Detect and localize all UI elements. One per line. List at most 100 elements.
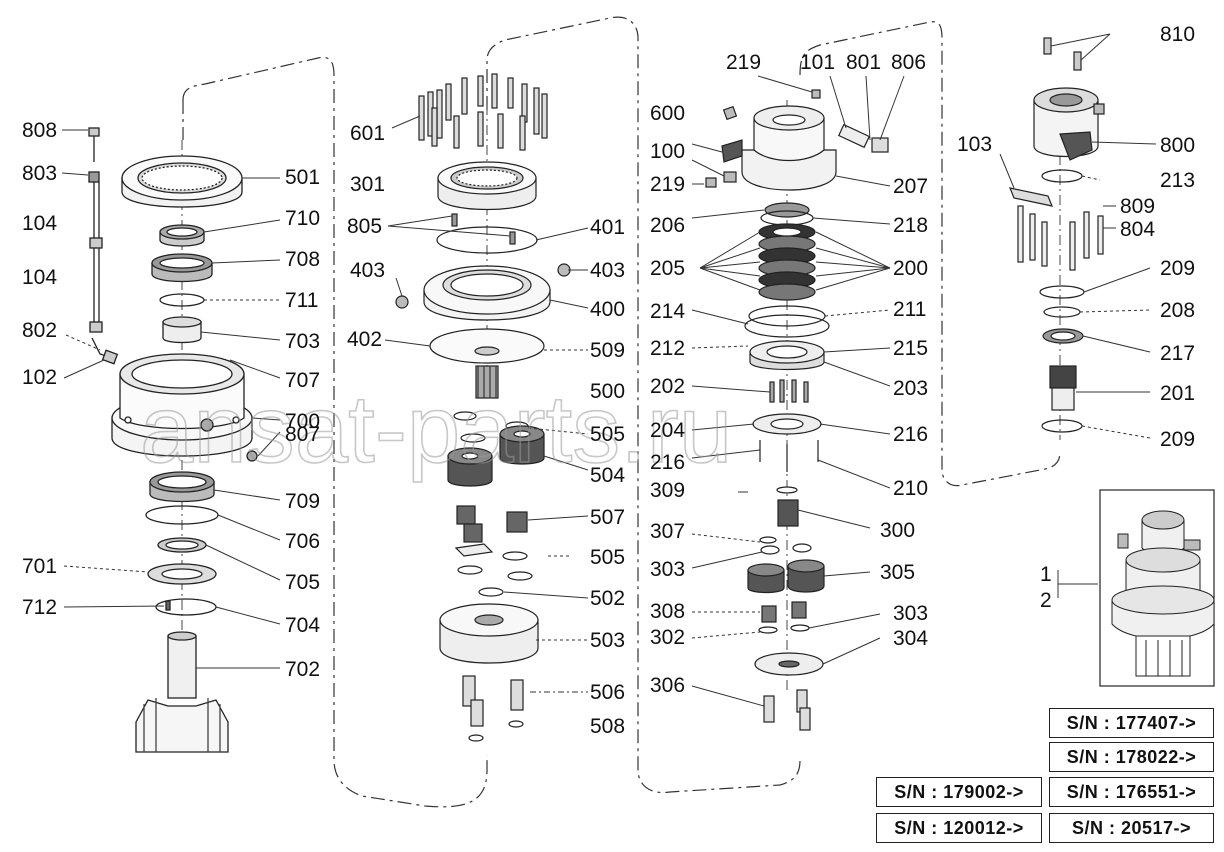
bolts-601 [418,73,548,151]
third-column [705,89,889,731]
label-206: 206 [650,214,685,237]
label-100: 100 [650,140,685,163]
label-202: 202 [650,375,685,398]
serial-number-box: S/N : 120012-> [876,813,1042,843]
pin-306c [799,707,811,731]
label-807: 807 [285,423,320,446]
seal-206 [764,202,810,218]
label-802: 802 [22,319,57,342]
flange-400 [423,265,551,321]
pin-712 [165,600,171,611]
motor-800 [1033,87,1105,161]
group-outlines [182,16,1061,808]
label-208: 208 [1160,299,1195,322]
sleeve-703 [162,316,202,344]
washer-307 [759,536,777,544]
pinion-shaft-702 [135,631,229,753]
carrier-304 [754,652,824,676]
label-210: 210 [893,477,928,500]
bolt-810b [1073,51,1082,71]
serial-number-box: S/N : 178022-> [1049,742,1214,772]
label-710: 710 [285,207,320,230]
bearing-710 [159,224,205,247]
ring-309 [776,486,798,494]
label-702: 702 [285,658,320,681]
washer-extra [792,543,812,553]
label-501: 501 [285,166,320,189]
ring-208 [1043,306,1081,318]
washer-701 [147,563,217,585]
piston-215 [749,340,825,371]
planet-gear-305a [747,563,785,594]
label-500: 500 [590,380,625,403]
label-217: 217 [1160,342,1195,365]
label-505a: 505 [590,423,625,446]
bolt-810a [1043,37,1052,55]
shaft-201 [1049,365,1077,411]
plug-219b [722,105,738,121]
bracket-103 [1009,187,1053,207]
label-209a: 209 [1160,257,1195,280]
assembled-view-inset [1099,489,1215,687]
part-labels: 808 803 104 104 802 102 701 712 501 710 … [22,23,1195,738]
needle-bearing-a [456,505,476,525]
left-assembly [88,127,258,753]
bearing-708 [151,253,213,283]
washer-505b [502,551,528,561]
ring-214 [744,314,830,338]
label-400: 400 [590,298,625,321]
label-705: 705 [285,571,320,594]
label-308: 308 [650,600,685,623]
label-1: 1 [1040,563,1052,586]
label-403b: 403 [590,259,625,282]
plug-219a [811,89,821,99]
label-301: 301 [350,173,385,196]
label-508: 508 [590,715,625,738]
label-104a: 104 [22,212,57,235]
o-ring-213 [1041,169,1083,183]
label-213: 213 [1160,169,1195,192]
friction-plates-205 [758,223,816,301]
washer-502 [478,587,504,597]
label-201: 201 [1160,382,1195,405]
ring-508a [468,734,484,742]
label-804: 804 [1120,218,1155,241]
serial-number-box: S/N : 176551-> [1049,777,1214,807]
plug-219c [705,177,717,188]
label-502: 502 [590,587,625,610]
planet-gear-504a [447,447,493,487]
bearing-217 [1042,328,1084,344]
pin-506a [462,675,476,707]
label-507: 507 [590,506,625,529]
label-219b: 219 [726,51,761,74]
washer-b [460,433,486,443]
label-403a: 403 [350,259,385,282]
ring-209a [1039,285,1085,299]
label-207: 207 [893,175,928,198]
label-304: 304 [893,627,928,650]
label-215: 215 [893,337,928,360]
washer-a [453,411,477,421]
pin-306a [763,695,775,723]
label-204: 204 [650,419,685,442]
planet-gear-504b [499,425,545,465]
breather-assembly [88,127,119,365]
needle-bearing-308a [761,605,777,623]
washer-d [507,571,533,581]
label-708: 708 [285,248,320,271]
label-216a: 216 [650,451,685,474]
planet-gear-305b [787,559,825,593]
carrier-503 [439,603,539,664]
label-706: 706 [285,530,320,553]
label-2: 2 [1040,589,1052,612]
needle-bearing-507 [506,511,528,533]
washer-303b [790,624,810,632]
bearing-709 [149,471,215,503]
label-704: 704 [285,614,320,637]
sun-gear-300 [777,499,799,527]
label-303b: 303 [893,602,928,625]
springs-202 [769,379,809,403]
label-305: 305 [880,561,915,584]
label-709: 709 [285,490,320,513]
label-806: 806 [891,51,926,74]
